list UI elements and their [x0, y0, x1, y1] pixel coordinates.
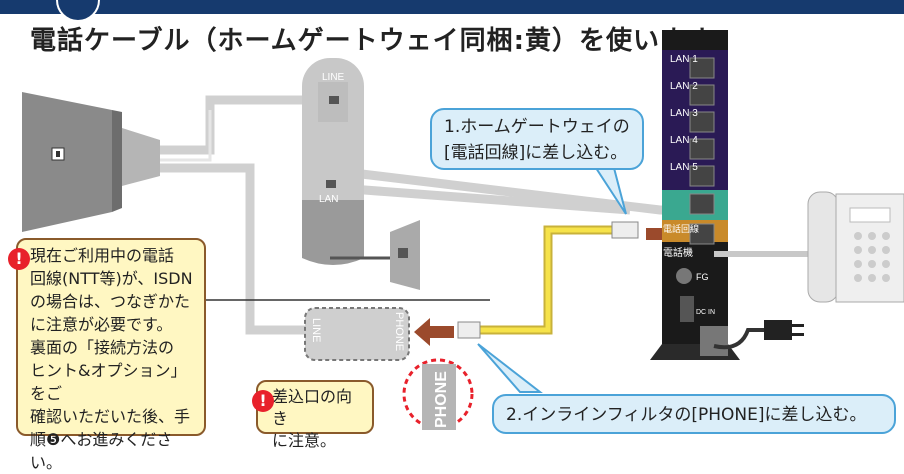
- warning-icon: !: [252, 390, 274, 412]
- gw-tel-line-label: 電話回線: [663, 223, 699, 235]
- onu-lan-label: LAN: [319, 194, 338, 205]
- filter-phone-label: PHONE: [393, 312, 405, 351]
- insert-arrow-filter: [414, 318, 454, 346]
- rj11-plug-filter: [457, 321, 481, 339]
- filter-line-label: LINE: [310, 318, 322, 342]
- gw-lan3-label: LAN 3: [670, 108, 698, 119]
- gw-lan4-label: LAN 4: [670, 135, 698, 146]
- bubble2-tail: [477, 343, 543, 393]
- home-gateway: [650, 30, 740, 360]
- wall-jack: [22, 92, 160, 232]
- gw-phone-label: 電話機: [663, 246, 693, 259]
- warning-icon: !: [8, 248, 30, 270]
- onu-line-label: LINE: [322, 72, 345, 83]
- zoom-circle: [402, 358, 474, 430]
- zoom-phone-label: PHONE: [433, 371, 450, 428]
- onu-device: [302, 58, 420, 290]
- isdn-note-line: 裏面の「接続方法の: [30, 338, 175, 357]
- step1-bubble: 1.ホームゲートウェイの [電話回線]に差し込む。: [430, 108, 644, 170]
- direction-note-line1: 差込口の向き: [272, 387, 353, 428]
- inline-filter: [304, 307, 410, 361]
- power-cord: [713, 320, 804, 350]
- gw-lan5-label: LAN 5: [670, 162, 698, 173]
- yellow-phone-cable: [470, 225, 612, 335]
- telephone: [807, 191, 904, 303]
- gw-dc-label: DC IN: [696, 309, 715, 316]
- direction-note: 差込口の向き に注意。: [256, 380, 374, 450]
- isdn-note-line: の場合は、つなぎかた: [30, 292, 191, 311]
- gw-lan1-label: LAN 1: [670, 54, 698, 65]
- page-title: 電話ケーブル（ホームゲートウェイ同梱:黄）を使います。: [30, 26, 739, 56]
- isdn-note-line: 順❺へお進みください。: [30, 430, 173, 472]
- step1-line2: [電話回線]に差し込む。: [444, 143, 628, 163]
- rj11-plug-gateway: [611, 221, 639, 239]
- step2-text: 2.インラインフィルタの[PHONE]に差し込む。: [506, 405, 867, 425]
- step2-bubble: 2.インラインフィルタの[PHONE]に差し込む。: [492, 394, 896, 434]
- gw-lan2-label: LAN 2: [670, 81, 698, 92]
- isdn-note-line: 回線(NTT等)が、ISDN: [30, 269, 193, 288]
- diagram-canvas: LINE LAN LINE PHONE PHONE: [22, 30, 904, 430]
- direction-note-line2: に注意。: [272, 431, 337, 450]
- isdn-note-line: 確認いただいた後、手: [30, 407, 191, 426]
- isdn-note-line: に注意が必要です。: [30, 315, 173, 334]
- header-bar: [0, 0, 904, 14]
- zoom-port: [422, 364, 456, 430]
- isdn-note-line: ヒント&オプション」をご: [30, 361, 187, 403]
- isdn-note-line: 現在ご利用中の電話: [30, 246, 175, 265]
- isdn-note: 現在ご利用中の電話 回線(NTT等)が、ISDN の場合は、つなぎかた に注意が…: [16, 238, 206, 472]
- step1-line1: 1.ホームゲートウェイの: [444, 117, 630, 137]
- gw-fg-label: FG: [696, 272, 709, 282]
